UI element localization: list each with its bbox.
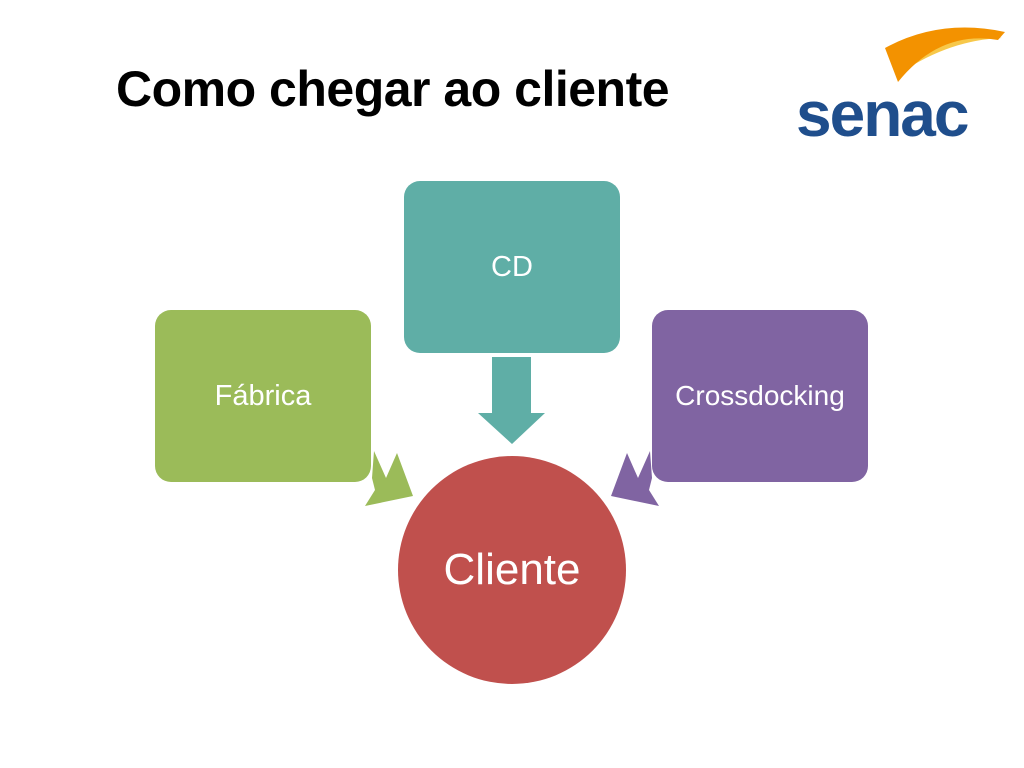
logo-swoosh-orange: [885, 27, 1005, 82]
senac-logo: senac: [796, 27, 1005, 150]
node-cd: CD: [404, 181, 620, 353]
arrow-fabrica-to-cliente: [365, 451, 413, 506]
logo-wordmark: senac: [796, 78, 968, 150]
node-cliente: Cliente: [398, 456, 626, 684]
node-crossdocking: Crossdocking: [652, 310, 868, 482]
node-fabrica: Fábrica: [155, 310, 371, 482]
slide-title: Como chegar ao cliente: [116, 61, 670, 117]
node-crossdocking-label: Crossdocking: [675, 380, 845, 411]
node-fabrica-label: Fábrica: [214, 379, 312, 412]
node-cd-label: CD: [491, 250, 533, 283]
arrow-cd-to-cliente: [478, 357, 545, 444]
node-cliente-label: Cliente: [443, 545, 581, 594]
